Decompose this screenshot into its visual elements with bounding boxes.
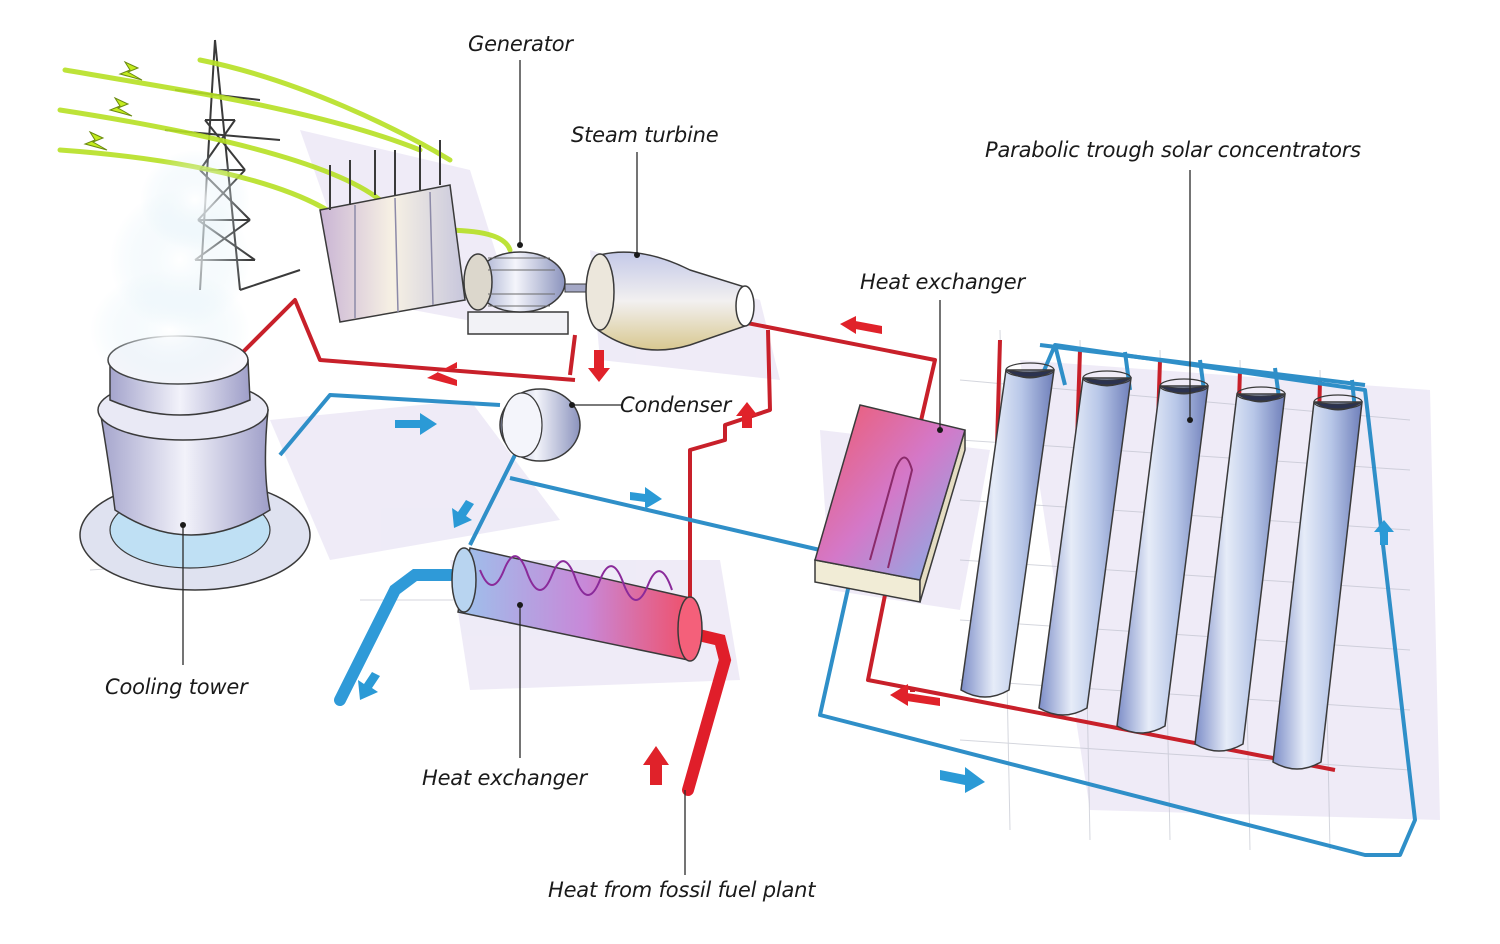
cold-pipes [278,343,1417,857]
heat-from-fossil-label: Heat from fossil fuel plant [548,878,816,902]
steam-turbine-label: Steam turbine [571,123,719,147]
steam-turbine [585,251,755,351]
transformer-block [319,140,466,323]
generator [463,251,601,335]
condenser [499,388,581,462]
trough-field [960,362,1363,770]
condenser-label: Condenser [620,393,732,417]
leader-lines [182,60,1191,875]
power-lines [57,57,513,253]
cooling-tower [79,150,311,591]
heat-exchanger-solar-label: Heat exchanger [860,270,1025,294]
fossil-heat-exchanger [451,547,703,662]
generator-label: Generator [468,32,573,56]
parabolic-trough [1272,394,1363,770]
flow-arrows [358,316,1394,793]
cooling-tower-label: Cooling tower [105,675,248,699]
fossil-hot-in-pipe [682,627,732,796]
parabolic-trough [1038,370,1132,716]
cold-flow-arrow [358,413,1394,793]
leader-dots [180,242,1193,608]
parabolic-trough [960,362,1055,698]
heat-exchanger-fossil-label: Heat exchanger [422,766,587,790]
parabolic-trough [1116,378,1209,734]
parabolic-trough-label: Parabolic trough solar concentrators [985,138,1361,162]
parabolic-trough [1194,386,1286,752]
hot-flow-arrow [427,316,940,785]
fossil-cold-out-pipe [334,569,461,706]
solar-heat-exchanger [814,404,966,603]
